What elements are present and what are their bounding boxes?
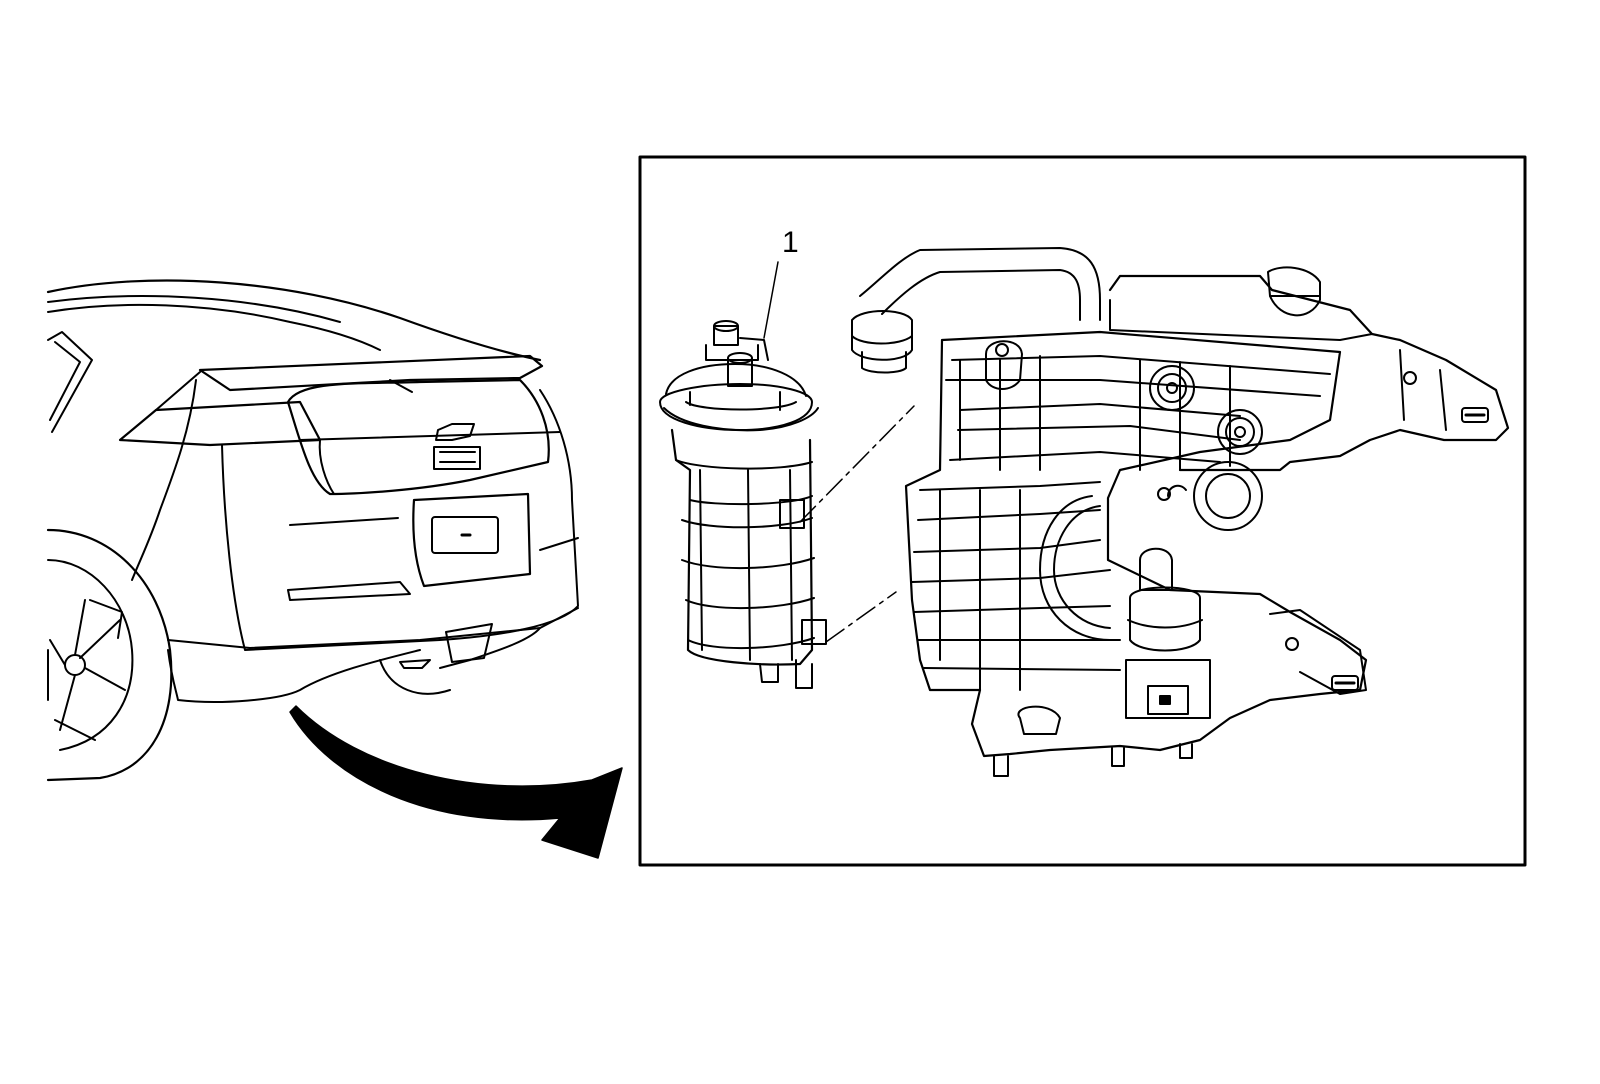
callout-label: 1: [782, 226, 799, 259]
mounting-bosses: [985, 340, 1263, 531]
vent-solenoid: [1125, 547, 1211, 719]
evap-canister: [659, 261, 827, 689]
vent-hose: [851, 247, 1101, 374]
alignment-lines: [799, 405, 915, 643]
bowtie-emblem: [433, 423, 481, 470]
rear-wheel: [46, 528, 173, 782]
canister-mounting-bracket: [851, 247, 1510, 777]
vehicle-rear-view: [46, 279, 579, 782]
pointer-arrow: [289, 705, 623, 859]
detail-frame: [638, 155, 1527, 867]
callout-1: 1: [782, 226, 799, 259]
